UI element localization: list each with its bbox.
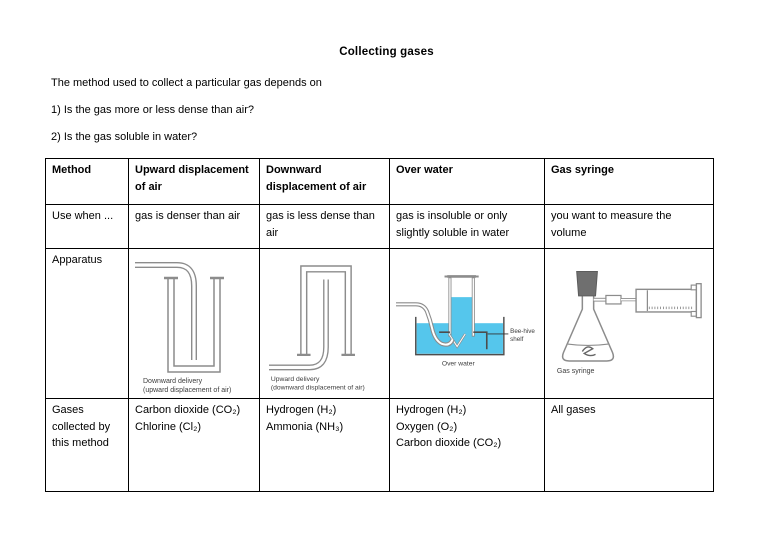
over-water-diagram: Bee-hive shelf Over water [396,275,535,367]
gas-item: Carbon dioxide (CO₂) [396,437,502,449]
gases-syringe-cell: All gases [544,398,714,492]
header-line: displacement of air [266,180,367,193]
trough [415,316,505,356]
cell-line: you want to measure the [551,210,672,222]
cell-line: volume [551,226,587,239]
delivery-tube-icon [135,262,197,360]
page-title: Collecting gases [339,46,434,58]
document-page: Collecting gases The method used to coll… [45,46,714,492]
header-line: Upward displacement [135,164,249,176]
downward-delivery-diagram: Downward delivery (upward displacement o… [135,262,231,394]
cell-line: collected by [52,420,111,433]
diagram-label: (downward displacement of air) [271,385,365,392]
cell-line: Apparatus [52,254,103,266]
gases-upward-cell: Carbon dioxide (CO₂) Chlorine (Cl₂) [128,398,260,492]
use-when-upward: gas is denser than air [128,204,260,249]
use-when-label: Use when ... [45,204,129,249]
question-2: 2) Is the gas soluble in water? [51,131,198,143]
header-method: Method [45,158,129,205]
header-upward-displacement: Upward displacement of air [128,158,260,205]
gas-item: Ammonia (NH₃) [266,420,344,433]
delivery-tube-bore [135,263,196,360]
gas-collection-table: Method Upward displacement of air Downwa… [45,158,714,492]
cell-line: gas is insoluble or only [396,210,508,222]
delivery-tube-bore [396,303,454,346]
use-when-gas-syringe: you want to measure the volume [544,204,714,249]
question-1: 1) Is the gas more or less dense than ai… [51,104,254,116]
apparatus-over-water-cell: Bee-hive shelf Over water [389,248,545,399]
header-line: Gas syringe [551,164,614,176]
conical-flask [561,288,615,362]
liquid-surface [567,343,609,346]
cell-line: air [266,226,279,239]
plunger-flange [695,283,702,319]
cell-line: Gases [52,404,84,416]
callout-label: Bee-hive [510,328,535,335]
plunger-knob-top [690,284,697,291]
upward-delivery-diagram: Upward delivery (downward displacement o… [269,265,365,392]
apparatus-gas-syringe-cell: Gas syringe [544,248,714,399]
collected-gas-space [451,277,473,298]
reaction-mixture-squiggle [581,346,596,357]
apparatus-downward-cell: Upward delivery (downward displacement o… [259,248,390,399]
diagram-caption: Over water [442,360,476,367]
gas-jar-outer [167,278,221,373]
diagram-caption: Gas syringe [557,368,595,375]
cell-line: gas is denser than air [135,210,241,222]
diagram-label: Upward delivery [271,376,320,383]
gas-jar-inner [173,278,215,367]
cell-line: slightly soluble in water [396,226,510,239]
use-when-over-water: gas is insoluble or only slightly solubl… [389,204,545,249]
gas-syringe-diagram: Gas syringe [557,270,702,375]
cell-line: this method [52,437,109,449]
gas-item: Oxygen (O₂) [396,420,458,433]
apparatus-label-cell: Apparatus [45,248,129,399]
stopper [576,270,598,297]
gas-item: All gases [551,404,596,416]
gases-label-cell: Gases collected by this method [45,398,129,492]
plunger-knob-bottom [690,310,697,317]
gases-row: Gases collected by this method Carbon di… [45,398,714,492]
use-when-downward: gas is less dense than air [259,204,390,249]
cylinder-water [451,297,473,335]
beehive-shelf-right [473,331,488,350]
gas-item: Hydrogen (H₂) [396,404,467,416]
delivery-tube-bore [269,279,328,370]
header-gas-syringe: Gas syringe [544,158,714,205]
gases-downward-cell: Hydrogen (H₂) Ammonia (NH₃) [259,398,390,492]
header-line: Downward [266,164,322,176]
shelf-funnel-bore [448,333,466,348]
apparatus-row: Apparatus Downward delivery (upward disp… [45,248,714,399]
gas-item: Hydrogen (H₂) [266,404,337,416]
callout-label: shelf [510,336,524,343]
diagram-label: Downward delivery [143,378,203,385]
tube-connector [605,294,622,305]
header-line: of air [135,180,162,193]
header-over-water: Over water [389,158,545,205]
table-header-row: Method Upward displacement of air Downwa… [45,158,714,205]
intro-text: The method used to collect a particular … [51,77,322,89]
cell-line: gas is less dense than [266,210,375,222]
syringe-graduations [648,306,693,310]
gas-jar-inner [305,271,347,355]
use-when-row: Use when ... gas is denser than air gas … [45,204,714,249]
header-line: Over water [396,164,453,176]
apparatus-upward-cell: Downward delivery (upward displacement o… [128,248,260,399]
header-method-label: Method [52,164,92,176]
gas-item: Chlorine (Cl₂) [135,420,202,433]
header-downward-displacement: Downward displacement of air [259,158,390,205]
gases-over-water-cell: Hydrogen (H₂) Oxygen (O₂) Carbon dioxide… [389,398,545,492]
cell-line: Use when ... [52,210,114,222]
diagram-label: (upward displacement of air) [143,387,231,394]
collection-cylinder-bore [449,278,474,336]
gas-item: Carbon dioxide (CO₂) [135,404,241,416]
gas-jar-outer [300,265,352,355]
